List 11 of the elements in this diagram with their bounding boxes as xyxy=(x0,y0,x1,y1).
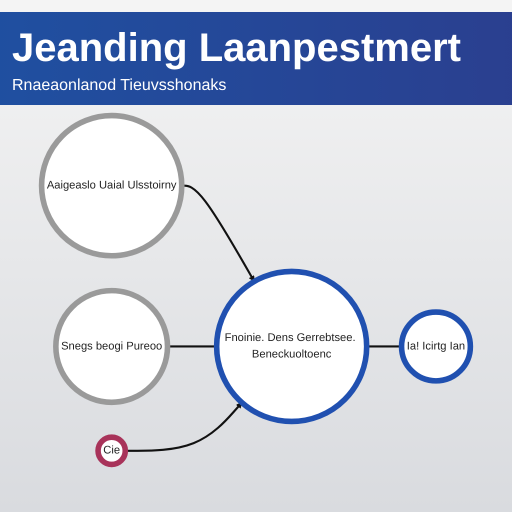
title: Jeanding Laanpestmert xyxy=(12,26,462,71)
node-circle: Cie xyxy=(95,434,128,468)
connector xyxy=(366,345,402,348)
arrow xyxy=(125,402,242,452)
connector xyxy=(168,345,217,348)
node-circle: Ia! Icirtg Ian xyxy=(398,309,474,384)
node-circle: Aaigeaslo Uaial Ulsstoirny xyxy=(38,112,185,259)
arrow xyxy=(182,184,255,282)
node-circle: Fnoinie. Dens Gerrebtsee. Beneckuoltoenc xyxy=(214,268,370,424)
node-circle: Snegs beogi Pureoo xyxy=(53,288,170,406)
subtitle: Rnaeaonlanod Tieuvsshonaks xyxy=(12,77,228,95)
